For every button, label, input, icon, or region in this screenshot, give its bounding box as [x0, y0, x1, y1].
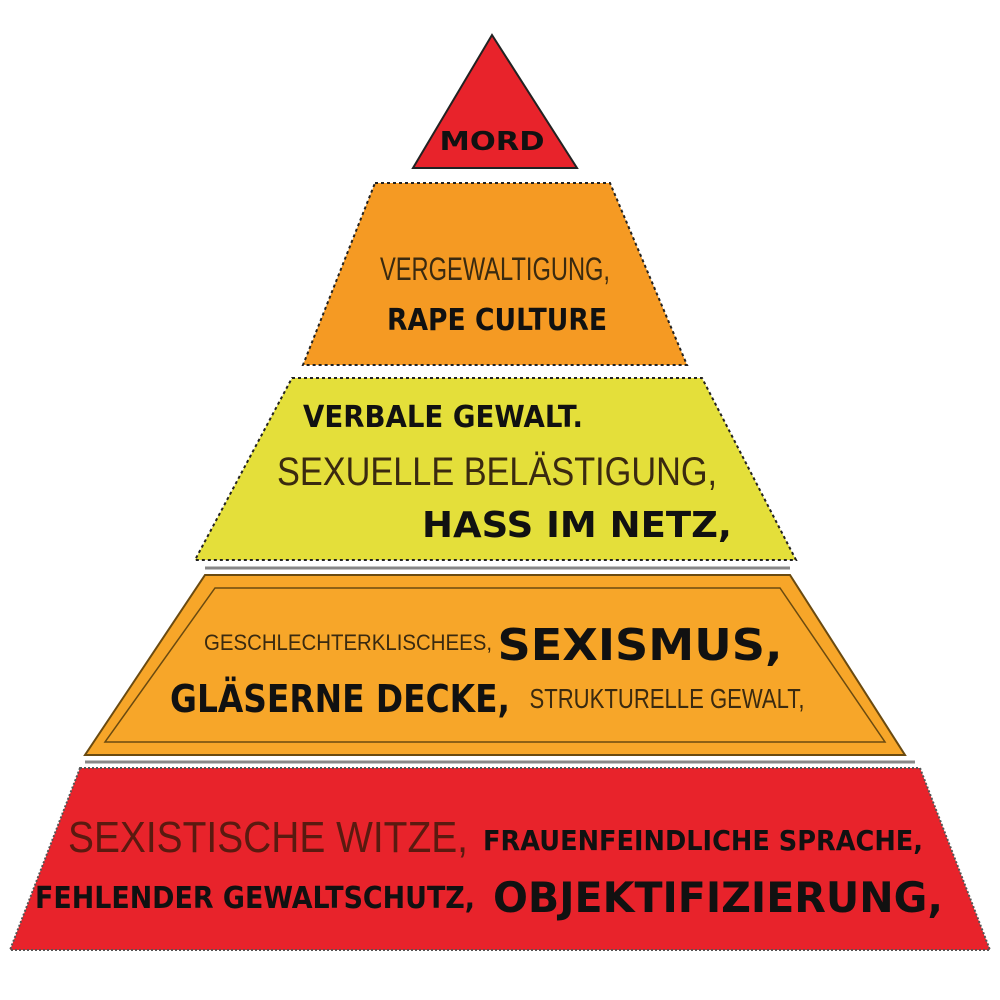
tier-4-text-1: GESCHLECHTERKLISCHEES, [204, 630, 492, 655]
tier-2-shape [301, 182, 689, 366]
tier-3-text-1: VERBALE GEWALT. [303, 400, 583, 435]
tier-5-text-1: SEXISTISCHE WITZE, [68, 813, 468, 862]
tier-4-text-4: STRUKTURELLE GEWALT, [530, 683, 805, 714]
tier-1-text: MORD [440, 127, 545, 157]
tier-4-text-3: GLÄSERNE DECKE, [170, 677, 510, 721]
tier-3-text-2: SEXUELLE BELÄSTIGUNG, [277, 450, 717, 494]
tier-1-shape [411, 33, 579, 169]
tier-5-text-4: OBJEKTIFIZIERUNG, [493, 873, 943, 922]
tier-5-text-3: FEHLENDER GEWALTSCHUTZ, [35, 881, 475, 916]
tier-2-text-2: RAPE CULTURE [387, 303, 607, 338]
tier-5-shape [8, 767, 992, 951]
tier-3-text-3: HASS IM NETZ, [422, 505, 732, 546]
tier-2-text-1: VERGEWALTIGUNG, [380, 251, 610, 287]
tier-3-shape [193, 377, 798, 561]
tier-5-text-2: FRAUENFEINDLICHE SPRACHE, [483, 824, 923, 857]
tier-4-text-2: SEXISMUS, [498, 620, 783, 671]
tier-4-shape [83, 574, 907, 756]
tier-4-frame [103, 587, 887, 743]
